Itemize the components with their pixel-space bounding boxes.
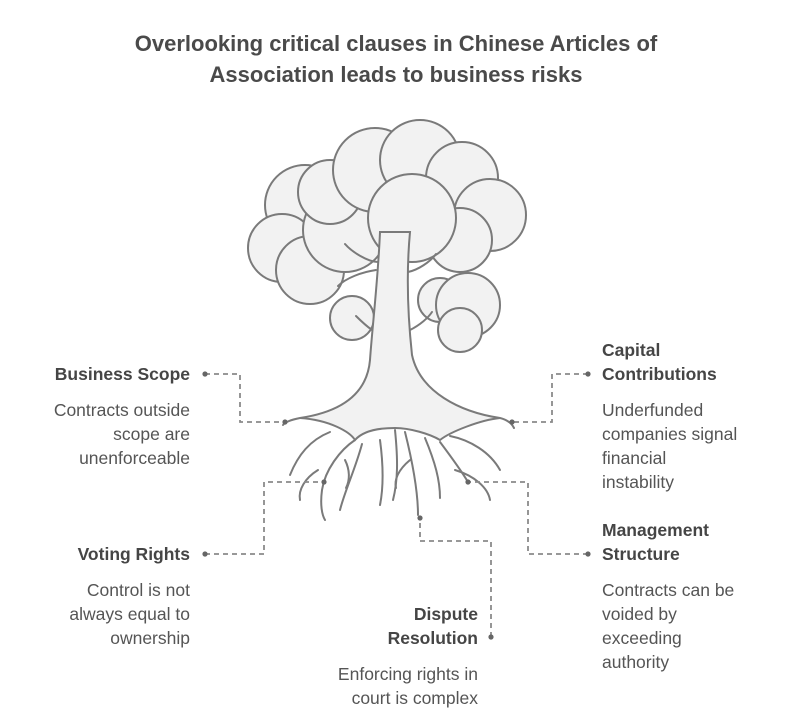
connector-dots <box>202 371 591 640</box>
business-scope-description: Contracts outside scope are unenforceabl… <box>53 400 190 468</box>
connector-voting-rights <box>205 481 324 555</box>
title-line-1: Overlooking critical clauses in Chinese … <box>134 31 658 56</box>
tree-trunk <box>299 231 501 442</box>
tree-canopy <box>247 119 527 353</box>
connector-dispute-resolution <box>419 518 492 637</box>
voting-rights-label: Voting Rights <box>77 544 190 564</box>
dispute-resolution-label: Dispute Resolution <box>387 604 478 648</box>
dispute-resolution-description: Enforcing rights in court is complex <box>337 664 478 708</box>
connectors <box>205 373 588 637</box>
capital-contributions-label: Capital Contributions <box>602 340 717 384</box>
capital-contributions-description: Underfunded companies signal financial i… <box>602 400 738 492</box>
title-line-2: Association leads to business risks <box>209 62 583 87</box>
tree-branches <box>337 243 437 331</box>
connector-management-structure <box>468 481 588 555</box>
tree-roots <box>282 417 515 521</box>
management-structure-description: Contracts can be voided by exceeding aut… <box>602 580 735 672</box>
management-structure-label: Management Structure <box>602 520 709 564</box>
connector-capital-contributions <box>512 373 588 423</box>
business-scope-label: Business Scope <box>54 364 190 384</box>
connector-business-scope <box>205 373 285 423</box>
page-title: Overlooking critical clauses in Chinese … <box>0 28 792 90</box>
voting-rights-description: Control is not always equal to ownership <box>69 580 190 648</box>
